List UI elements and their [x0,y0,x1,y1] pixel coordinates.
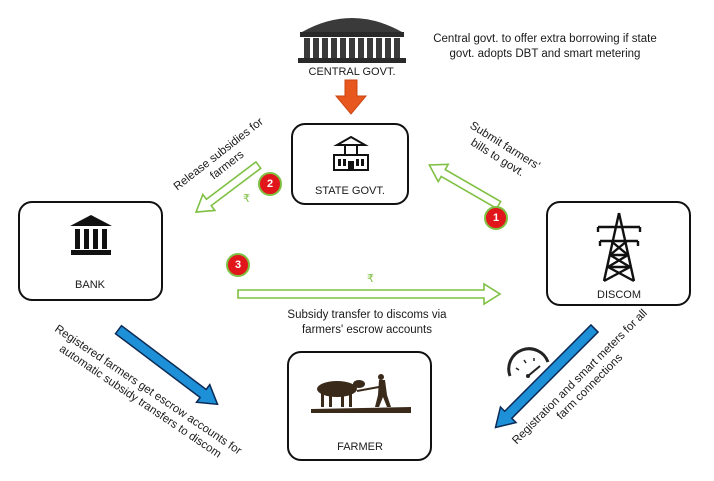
bank-node: BANK [18,201,163,301]
smart-meter-icon [507,347,550,378]
bank-icon [70,215,112,255]
central-govt-label: CENTRAL GOVT. [308,66,396,78]
farmer-plough-icon [311,374,411,413]
subsidy-transfer-line-2: farmers' escrow accounts [301,324,432,336]
escrow-arrow [114,324,219,406]
discom-label: DISCOM [597,289,641,301]
rupee-icon-release: ₹ [243,193,250,205]
subsidy-transfer-line-1: Subsidy transfer to discoms via [287,309,447,321]
central-to-state-arrow [334,79,368,115]
step-badge-1: 1 [484,206,508,230]
farmer-label: FARMER [337,441,383,453]
state-govt-label: STATE GOVT. [315,185,385,197]
parliament-icon [298,18,406,63]
subsidy-transfer-note: Subsidy transfer to discoms via farmers'… [262,308,472,338]
state-govt-node: STATE GOVT. [291,123,409,205]
rupee-icon-transfer: ₹ [367,273,374,285]
central-offer-line-1: Central govt. to offer extra borrowing i… [433,33,657,45]
central-offer-note: Central govt. to offer extra borrowing i… [410,32,680,62]
bank-label: BANK [75,279,105,291]
power-tower-icon [596,212,642,283]
farmer-node: FARMER [287,351,432,461]
submit-bills-arrow [428,163,502,210]
release-subsidies-arrow [194,160,262,213]
registration-arrow [494,323,600,429]
subsidy-transfer-arrow [237,282,502,306]
step-badge-3: 3 [226,253,250,277]
step-badge-2: 2 [258,172,282,196]
discom-node: DISCOM [546,201,691,306]
state-building-icon [333,135,369,171]
central-offer-line-2: govt. adopts DBT and smart metering [449,48,641,60]
